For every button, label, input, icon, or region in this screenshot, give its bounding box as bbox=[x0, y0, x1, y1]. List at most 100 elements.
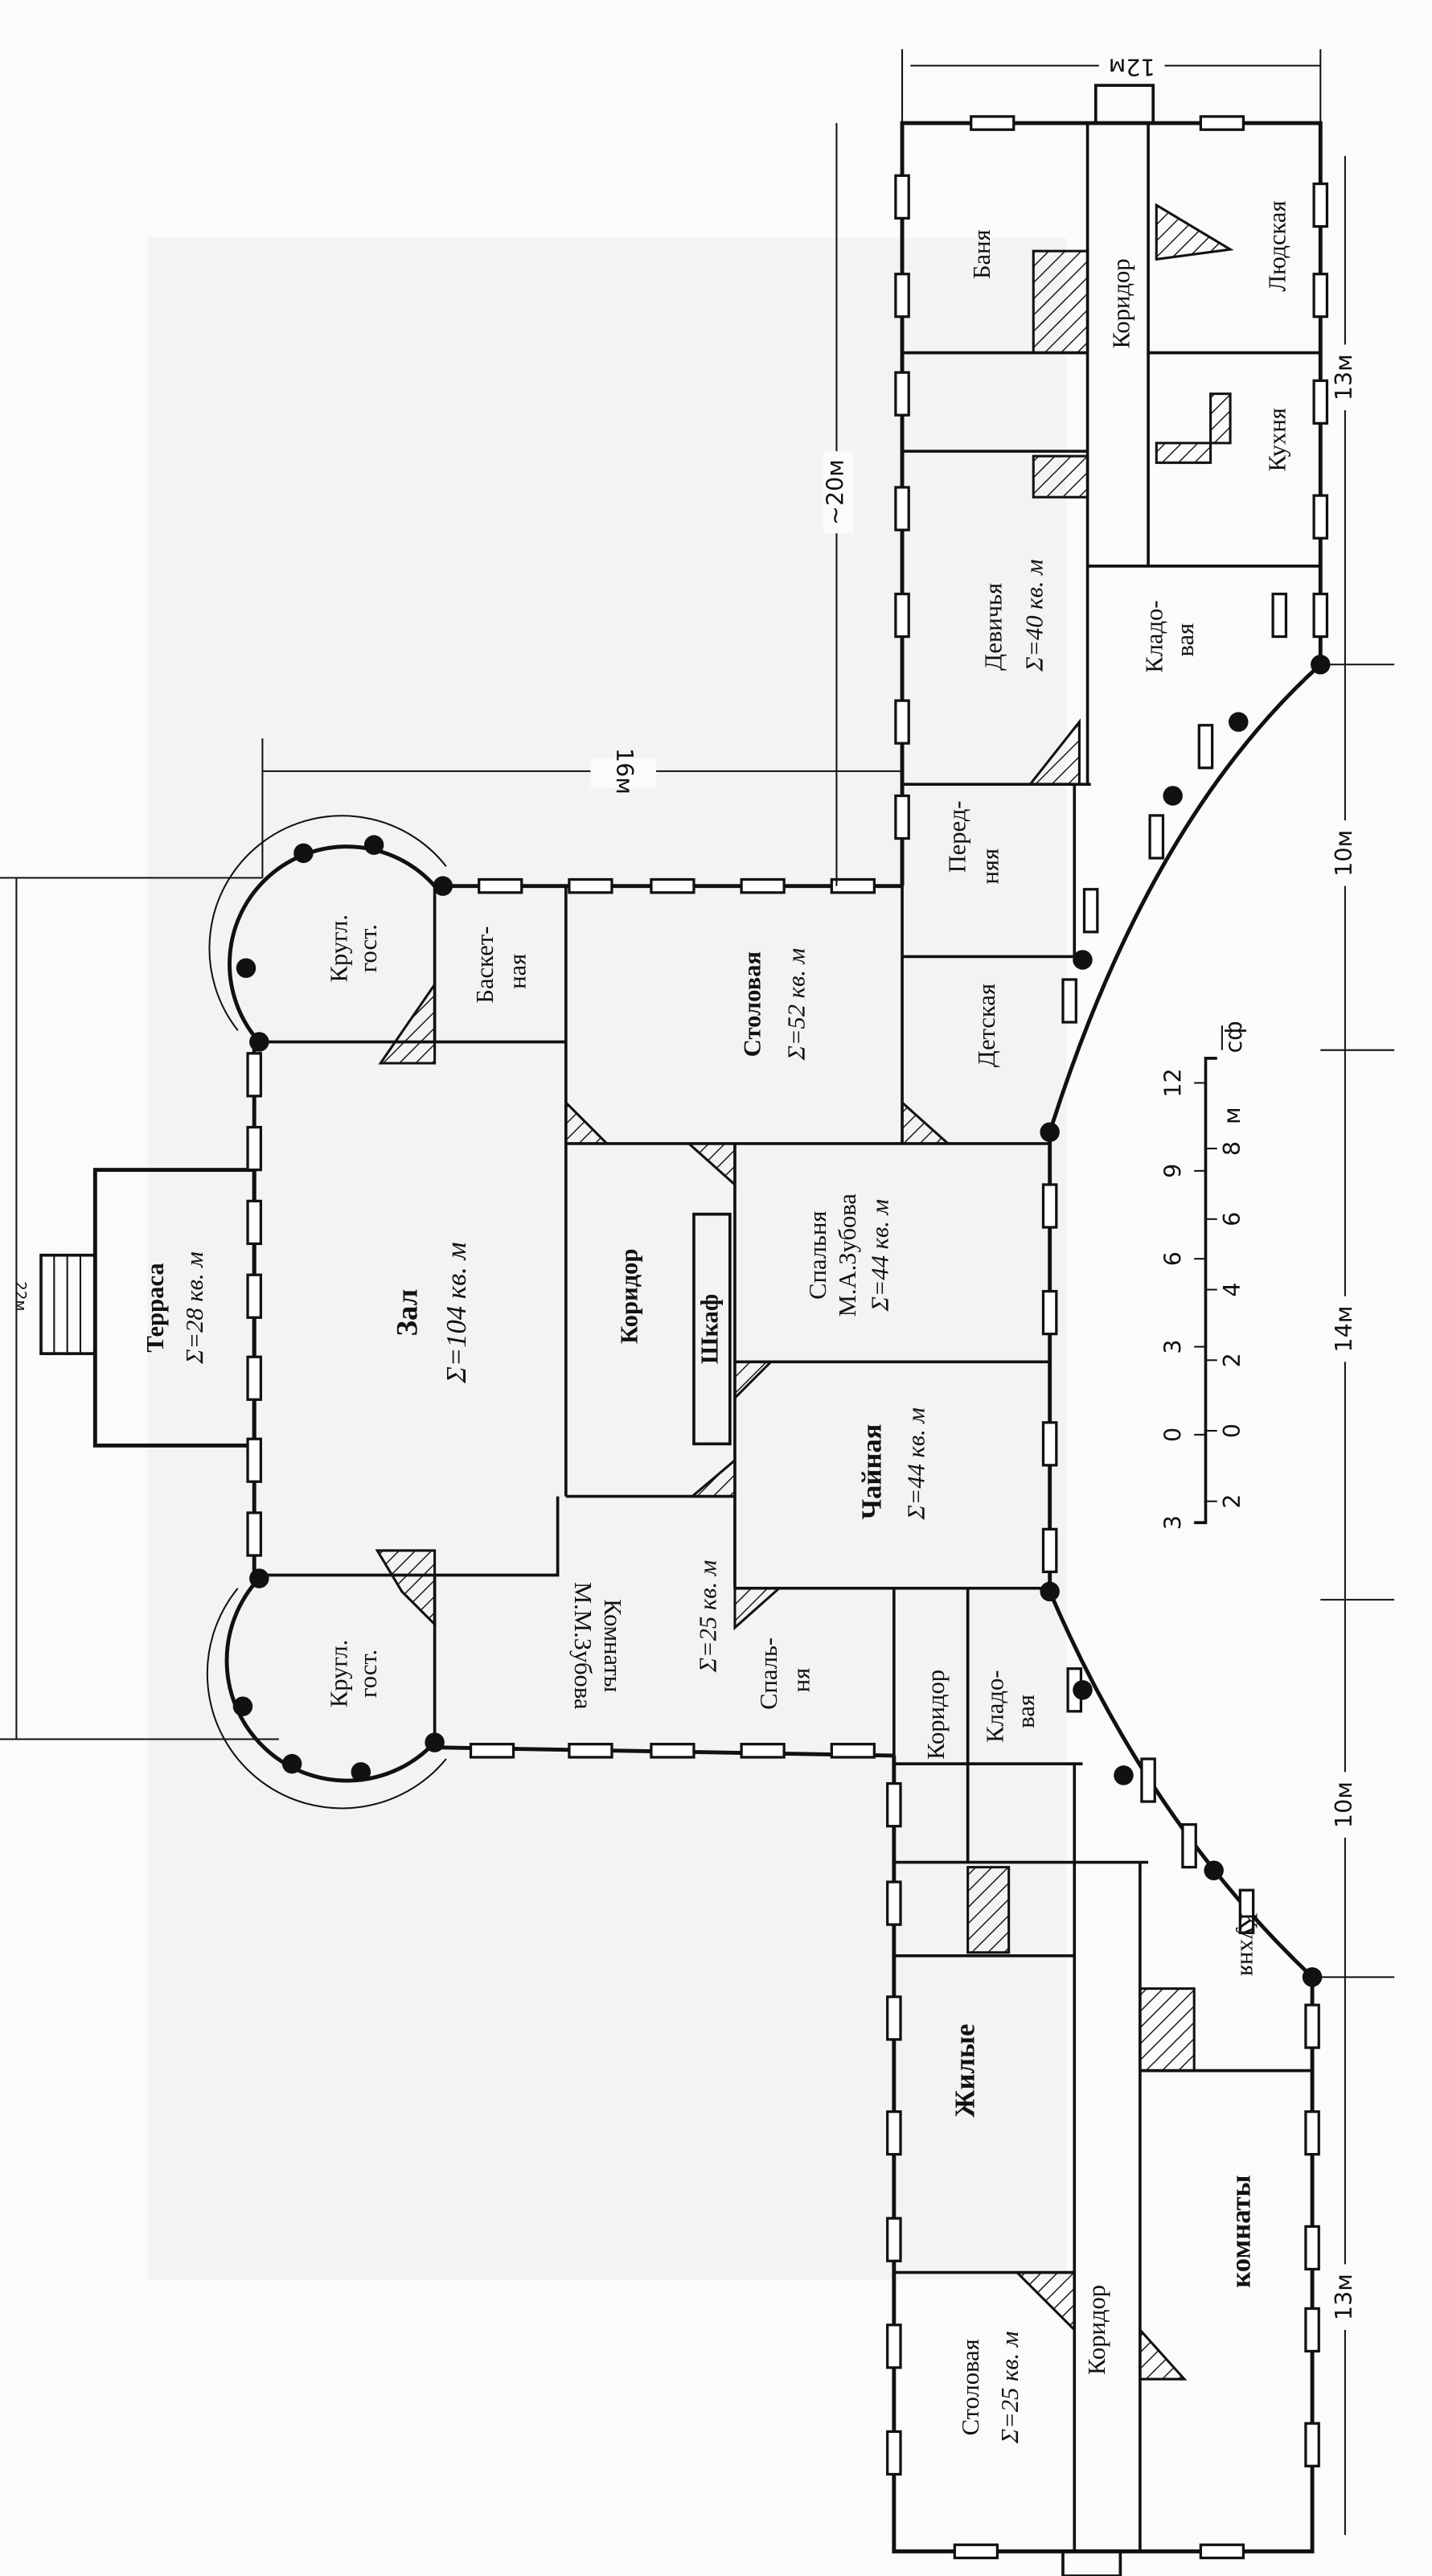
room-terrasa-area: Σ=28 кв. м bbox=[181, 1251, 208, 1364]
window bbox=[894, 699, 910, 745]
dim-right-10-bottom: 10м bbox=[1330, 1781, 1357, 1828]
room-komnaty-owner: М.М.Зубова bbox=[569, 1582, 597, 1710]
scale-meter-tick: 0 bbox=[1218, 1424, 1245, 1438]
window bbox=[1061, 978, 1077, 1024]
window bbox=[1312, 379, 1329, 425]
window bbox=[1238, 1888, 1255, 1934]
room-komnaty-area: Σ=25 кв. м bbox=[694, 1560, 721, 1673]
window bbox=[886, 1781, 902, 1828]
window bbox=[1312, 273, 1329, 318]
column bbox=[1204, 1860, 1224, 1880]
column bbox=[363, 835, 384, 855]
window bbox=[1312, 182, 1329, 228]
window bbox=[1304, 2003, 1320, 2049]
column bbox=[1040, 1122, 1060, 1142]
window bbox=[1199, 2543, 1245, 2560]
window bbox=[246, 1199, 263, 1246]
window bbox=[478, 877, 523, 894]
column bbox=[249, 1568, 269, 1588]
room-kukhnya-top: Кухня bbox=[1263, 408, 1290, 471]
window bbox=[1312, 494, 1329, 540]
window bbox=[1304, 2225, 1320, 2271]
dim-right-14: 14м bbox=[1330, 1306, 1357, 1353]
room-terrasa: Терраса bbox=[142, 1263, 169, 1352]
room-komnaty-bottom: комнаты bbox=[1225, 2175, 1256, 2287]
window bbox=[1304, 2110, 1320, 2156]
room-spalnya-small-2: ня bbox=[788, 1668, 815, 1692]
window bbox=[246, 1052, 263, 1098]
window bbox=[650, 877, 695, 894]
window bbox=[740, 1743, 786, 1759]
window bbox=[740, 877, 786, 894]
column bbox=[1229, 712, 1249, 732]
room-koridor-center: Коридор bbox=[615, 1249, 642, 1344]
scale-sazhen-tick: 6 bbox=[1159, 1251, 1187, 1266]
scale-sazhen-tick: 0 bbox=[1159, 1428, 1187, 1442]
column bbox=[1311, 655, 1331, 675]
room-stolovaya: Столовая bbox=[738, 951, 765, 1057]
room-kladovaya-top-2: вая bbox=[1171, 623, 1199, 657]
window bbox=[1304, 2422, 1320, 2467]
room-perednyaya-1: Перед- bbox=[943, 801, 970, 873]
room-spalnya-area: Σ=44 кв. м bbox=[867, 1199, 894, 1312]
window bbox=[1041, 1421, 1058, 1467]
window bbox=[568, 1743, 613, 1759]
window bbox=[1271, 592, 1288, 639]
window bbox=[886, 2217, 902, 2262]
room-lyudskaya: Людская bbox=[1263, 200, 1290, 291]
room-koridor-bottom: Коридор bbox=[1083, 2285, 1110, 2375]
column bbox=[249, 1032, 269, 1052]
window bbox=[1140, 1757, 1156, 1803]
column bbox=[1073, 950, 1093, 970]
window bbox=[1199, 115, 1245, 131]
column bbox=[1302, 1967, 1323, 1987]
column bbox=[1040, 1581, 1060, 1602]
scale-meter-tick: 8 bbox=[1218, 1141, 1245, 1156]
room-krugl-gost-top-1: Кругл. bbox=[325, 914, 352, 983]
room-spalnya-small-1: Спаль- bbox=[755, 1637, 782, 1710]
window bbox=[246, 1273, 263, 1319]
column bbox=[425, 1732, 445, 1752]
window bbox=[894, 486, 910, 532]
window bbox=[894, 174, 910, 220]
column bbox=[1163, 786, 1183, 806]
dim-right-10-top: 10м bbox=[1330, 830, 1357, 877]
window bbox=[886, 2323, 902, 2369]
window bbox=[650, 1743, 695, 1759]
room-krugl-gost-bottom-2: гост. bbox=[355, 1650, 382, 1698]
column bbox=[232, 1696, 253, 1716]
window bbox=[894, 273, 910, 318]
window bbox=[246, 1437, 263, 1483]
room-perednyaya-2: няя bbox=[976, 848, 1003, 885]
scale-sazhen-tick: 12 bbox=[1159, 1068, 1187, 1097]
window bbox=[1041, 1183, 1058, 1229]
room-kladovaya-top-1: Кладо- bbox=[1140, 600, 1167, 672]
room-shkaf: Шкаф bbox=[695, 1294, 723, 1364]
scale-sazhen-tick: 3 bbox=[1159, 1339, 1187, 1354]
room-stolovaya-area: Σ=52 кв. м bbox=[783, 948, 810, 1061]
room-basketnaya-2: ная bbox=[504, 954, 531, 989]
scale-sazhen-tick: 9 bbox=[1159, 1164, 1187, 1178]
window bbox=[1181, 1822, 1197, 1869]
room-zhilye: Жилые bbox=[950, 2024, 981, 2118]
window bbox=[568, 877, 613, 894]
dim-wing-20: ~20м bbox=[821, 459, 848, 525]
window bbox=[469, 1743, 515, 1759]
background-tint bbox=[147, 237, 1067, 2281]
room-detskaya: Детская bbox=[973, 984, 1000, 1067]
room-kladovaya-bottom-1: Кладо- bbox=[981, 1670, 1008, 1743]
window bbox=[246, 1125, 263, 1172]
window bbox=[1148, 814, 1165, 860]
window bbox=[970, 115, 1016, 131]
window bbox=[1082, 888, 1099, 934]
window bbox=[894, 592, 910, 639]
window bbox=[886, 1995, 902, 2041]
scale-meter-tick: 4 bbox=[1218, 1282, 1245, 1296]
window bbox=[894, 794, 910, 840]
window bbox=[1197, 724, 1214, 770]
room-stolovaya-bottom: Столовая bbox=[957, 2339, 984, 2435]
room-chaynaya: Чайная bbox=[856, 1424, 887, 1520]
room-koridor-top: Коридор bbox=[1107, 258, 1135, 348]
